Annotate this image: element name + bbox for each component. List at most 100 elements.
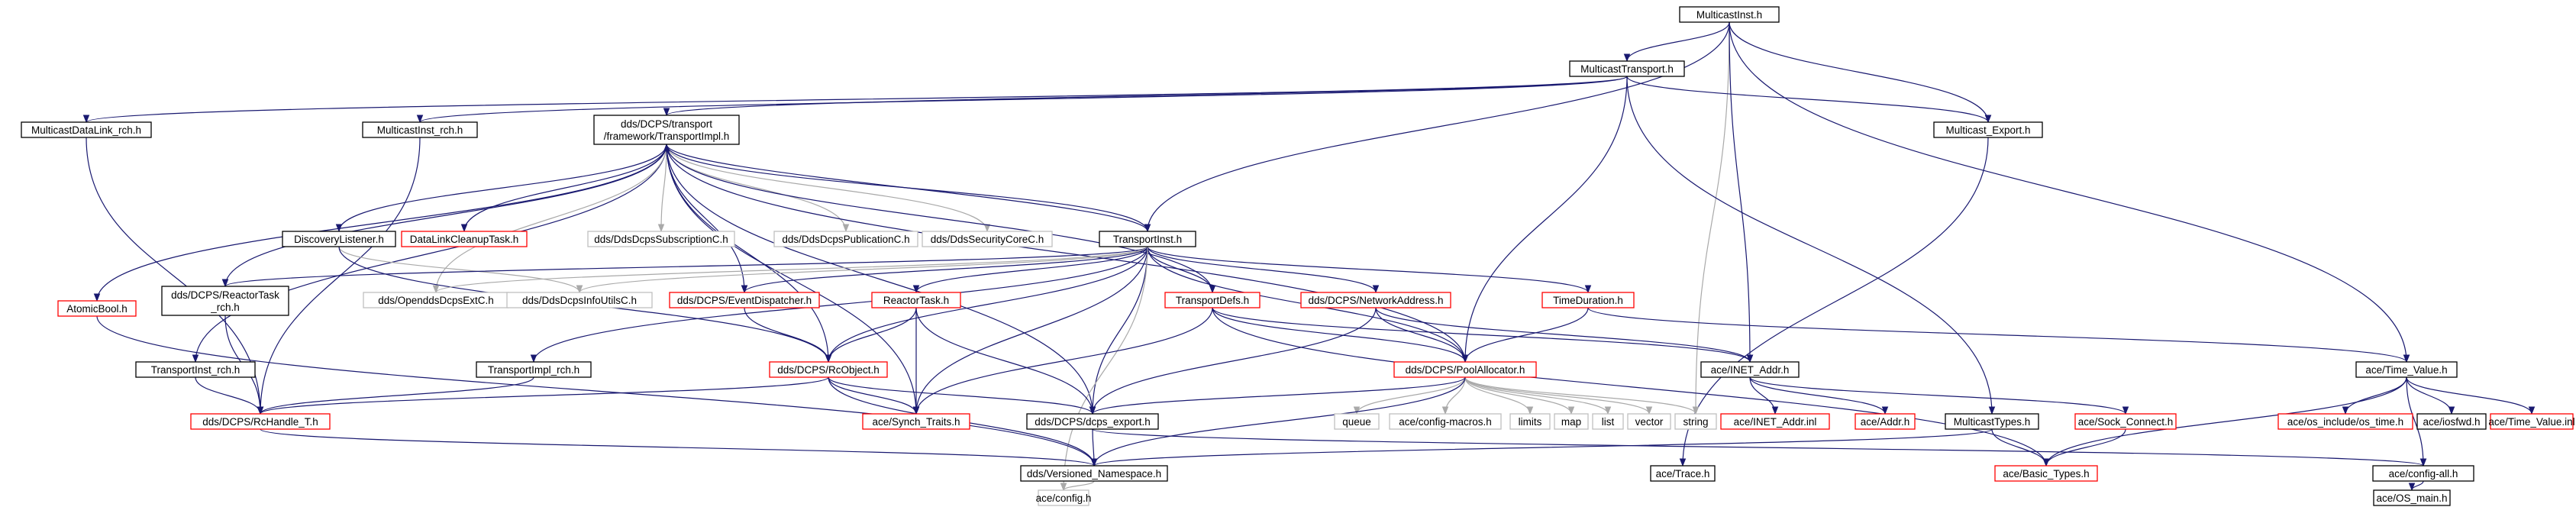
edge-atomicbool_h-to-versioned_namespace_h — [96, 315, 1098, 467]
node-basic-types-h[interactable]: ace/Basic_Types.h — [1994, 465, 2098, 482]
node-box — [1700, 361, 1800, 378]
node-label: TransportInst_rch.h — [151, 364, 240, 376]
node-poolallocator-h[interactable]: dds/DCPS/PoolAllocator.h — [1393, 361, 1537, 378]
node-dcps-export-h[interactable]: dds/DCPS/dcps_export.h — [1026, 413, 1159, 430]
node-box — [773, 231, 918, 247]
edge-multicast_export_h-to-trace_h — [1679, 137, 1989, 467]
node-timeduration-h[interactable]: TimeDuration.h — [1541, 292, 1635, 308]
edge-reactortask_h-to-dcps_export_h — [915, 307, 1096, 415]
node-multicasttypes-h[interactable]: MulticastTypes.h — [1945, 413, 2039, 430]
node-box — [401, 231, 528, 247]
node-addr-h[interactable]: ace/Addr.h — [1855, 413, 1916, 430]
node-multicastdatalink-rch-h[interactable]: MulticastDataLink_rch.h — [21, 121, 152, 138]
edge-transportimpl_h-to-ddsdcpssubscriptionc_h — [657, 144, 667, 233]
node-multicastinst-rch-h[interactable]: MulticastInst_rch.h — [362, 121, 478, 138]
node-discoverylistener-h[interactable]: DiscoveryListener.h — [282, 231, 396, 247]
edge-inet_addr_h-to-inet_addr_inl — [1749, 376, 1779, 415]
node-box — [476, 361, 592, 378]
node-reactortask-h[interactable]: ReactorTask.h — [871, 292, 961, 308]
node-list: list — [1592, 413, 1624, 430]
node-iosfwd-h[interactable]: ace/iosfwd.h — [2416, 413, 2487, 430]
node-box — [1099, 231, 1196, 247]
node-box — [871, 292, 961, 308]
node-label: dds/DdsSecurityCoreC.h — [931, 234, 1044, 245]
node-eventdispatcher-h[interactable]: dds/DCPS/EventDispatcher.h — [669, 292, 820, 308]
edge-multicasttransport_h-to-transportimpl_h — [663, 76, 1628, 117]
node-os-main-h[interactable]: ace/OS_main.h — [2373, 489, 2451, 506]
node-synch-traits-h[interactable]: ace/Synch_Traits.h — [862, 413, 970, 430]
node-time-value-inl[interactable]: ace/Time_Value.inl — [2488, 413, 2575, 430]
edge-eventdispatcher_h-to-rcobject_h — [744, 307, 832, 363]
node-label: TimeDuration.h — [1553, 295, 1623, 306]
edge-time_value_h-to-os_time_h — [2342, 376, 2407, 415]
node-label: DataLinkCleanupTask.h — [410, 234, 519, 245]
edge-inet_addr_h-to-addr_h — [1749, 376, 1889, 415]
node-multicasttransport-h[interactable]: MulticastTransport.h — [1569, 60, 1685, 77]
node-transportinst-h[interactable]: TransportInst.h — [1099, 231, 1196, 247]
edge-poolallocator_h-to-dcps_export_h — [1089, 376, 1466, 415]
node-label: _rch.h — [210, 302, 240, 313]
node-ddssecuritycorec-h: dds/DdsSecurityCoreC.h — [922, 231, 1053, 247]
edge-transportinst_h-to-transportdefs_h — [1147, 246, 1216, 294]
edge-poolallocator_h-to-versioned_namespace_h — [1090, 376, 1466, 467]
edge-time_value_h-to-time_value_inl — [2406, 376, 2536, 415]
node-box — [769, 361, 888, 378]
node-inet-addr-h[interactable]: ace/INET_Addr.h — [1700, 361, 1800, 378]
edge-multicastinst_h-to-time_value_h — [1729, 21, 2410, 363]
edge-multicasttypes_h-to-versioned_namespace_h — [1091, 428, 1993, 467]
node-transportinst-rch-h[interactable]: TransportInst_rch.h — [135, 361, 256, 378]
node-versioned-namespace-h[interactable]: dds/Versioned_Namespace.h — [1020, 465, 1168, 482]
edge-transportinst_h-to-timeduration_h — [1147, 246, 1592, 294]
node-atomicbool-h[interactable]: AtomicBool.h — [57, 300, 137, 317]
node-box — [1554, 413, 1589, 430]
edge-rcobject_h-to-rchandle_t_h — [257, 376, 829, 415]
node-box — [21, 121, 152, 138]
node-label: ace/Time_Value.inl — [2488, 416, 2574, 428]
edge-transportinst_rch_h-to-rchandle_t_h — [195, 376, 264, 415]
node-box — [2372, 465, 2474, 482]
node-queue: queue — [1334, 413, 1380, 430]
node-os-time-h[interactable]: ace/os_include/os_time.h — [2277, 413, 2413, 430]
node-sock-connect-h[interactable]: ace/Sock_Connect.h — [2074, 413, 2177, 430]
node-transportimpl-h[interactable]: dds/DCPS/transport/framework/TransportIm… — [593, 115, 740, 145]
node-box — [593, 115, 740, 145]
node-label: DiscoveryListener.h — [294, 234, 384, 245]
node-box — [282, 231, 396, 247]
edge-transportinst_h-to-reactortask_h — [912, 246, 1148, 294]
edge-transportimpl_h-to-datalinkcleanuptask_h — [460, 144, 667, 233]
node-label: queue — [1342, 416, 1371, 428]
node-config-all-h[interactable]: ace/config-all.h — [2372, 465, 2474, 482]
node-transportdefs-h[interactable]: TransportDefs.h — [1164, 292, 1261, 308]
edge-inet_addr_h-to-sock_connect_h — [1749, 376, 2129, 415]
node-box — [2277, 413, 2413, 430]
node-label: AtomicBool.h — [66, 303, 128, 315]
node-networkaddress-h[interactable]: dds/DCPS/NetworkAddress.h — [1300, 292, 1451, 308]
node-label: ace/INET_Addr.inl — [1734, 416, 1817, 428]
node-label: dds/DCPS/EventDispatcher.h — [677, 295, 812, 306]
node-time-value-h[interactable]: ace/Time_Value.h — [2355, 361, 2458, 378]
node-box — [1569, 60, 1685, 77]
node-label: TransportInst.h — [1113, 234, 1182, 245]
node-inet-addr-inl[interactable]: ace/INET_Addr.inl — [1720, 413, 1830, 430]
node-datalinkcleanuptask-h[interactable]: DataLinkCleanupTask.h — [401, 231, 528, 247]
node-multicast-export-h[interactable]: Multicast_Export.h — [1933, 121, 2043, 138]
edge-transportinst_h-to-config_h — [1060, 246, 1148, 492]
node-box — [2373, 489, 2451, 506]
node-trace-h[interactable]: ace/Trace.h — [1650, 465, 1716, 482]
node-ddsdcpspublicationc-h: dds/DdsDcpsPublicationC.h — [773, 231, 918, 247]
node-label: ace/Addr.h — [1861, 416, 1910, 428]
node-rcobject-h[interactable]: dds/DCPS/RcObject.h — [769, 361, 888, 378]
node-string: string — [1674, 413, 1717, 430]
edge-transportimpl_h-to-dcps_export_h — [666, 144, 1096, 415]
node-label: dds/DCPS/PoolAllocator.h — [1406, 364, 1525, 376]
node-box — [1393, 361, 1537, 378]
node-reactortask-rch-h[interactable]: dds/DCPS/ReactorTask_rch.h — [161, 286, 289, 316]
node-box — [862, 413, 970, 430]
edge-multicasttransport_h-to-multicasttypes_h — [1626, 76, 1996, 415]
node-label: dds/DdsDcpsPublicationC.h — [782, 234, 909, 245]
node-label: dds/DdsDcpsInfoUtilsC.h — [522, 295, 637, 306]
node-rchandle-t-h[interactable]: dds/DCPS/RcHandle_T.h — [190, 413, 331, 430]
node-transportimpl-rch-h[interactable]: TransportImpl_rch.h — [476, 361, 592, 378]
edge-networkaddress_h-to-poolallocator_h — [1375, 307, 1469, 363]
edge-transportimpl_h-to-synch_traits_h — [666, 144, 920, 415]
